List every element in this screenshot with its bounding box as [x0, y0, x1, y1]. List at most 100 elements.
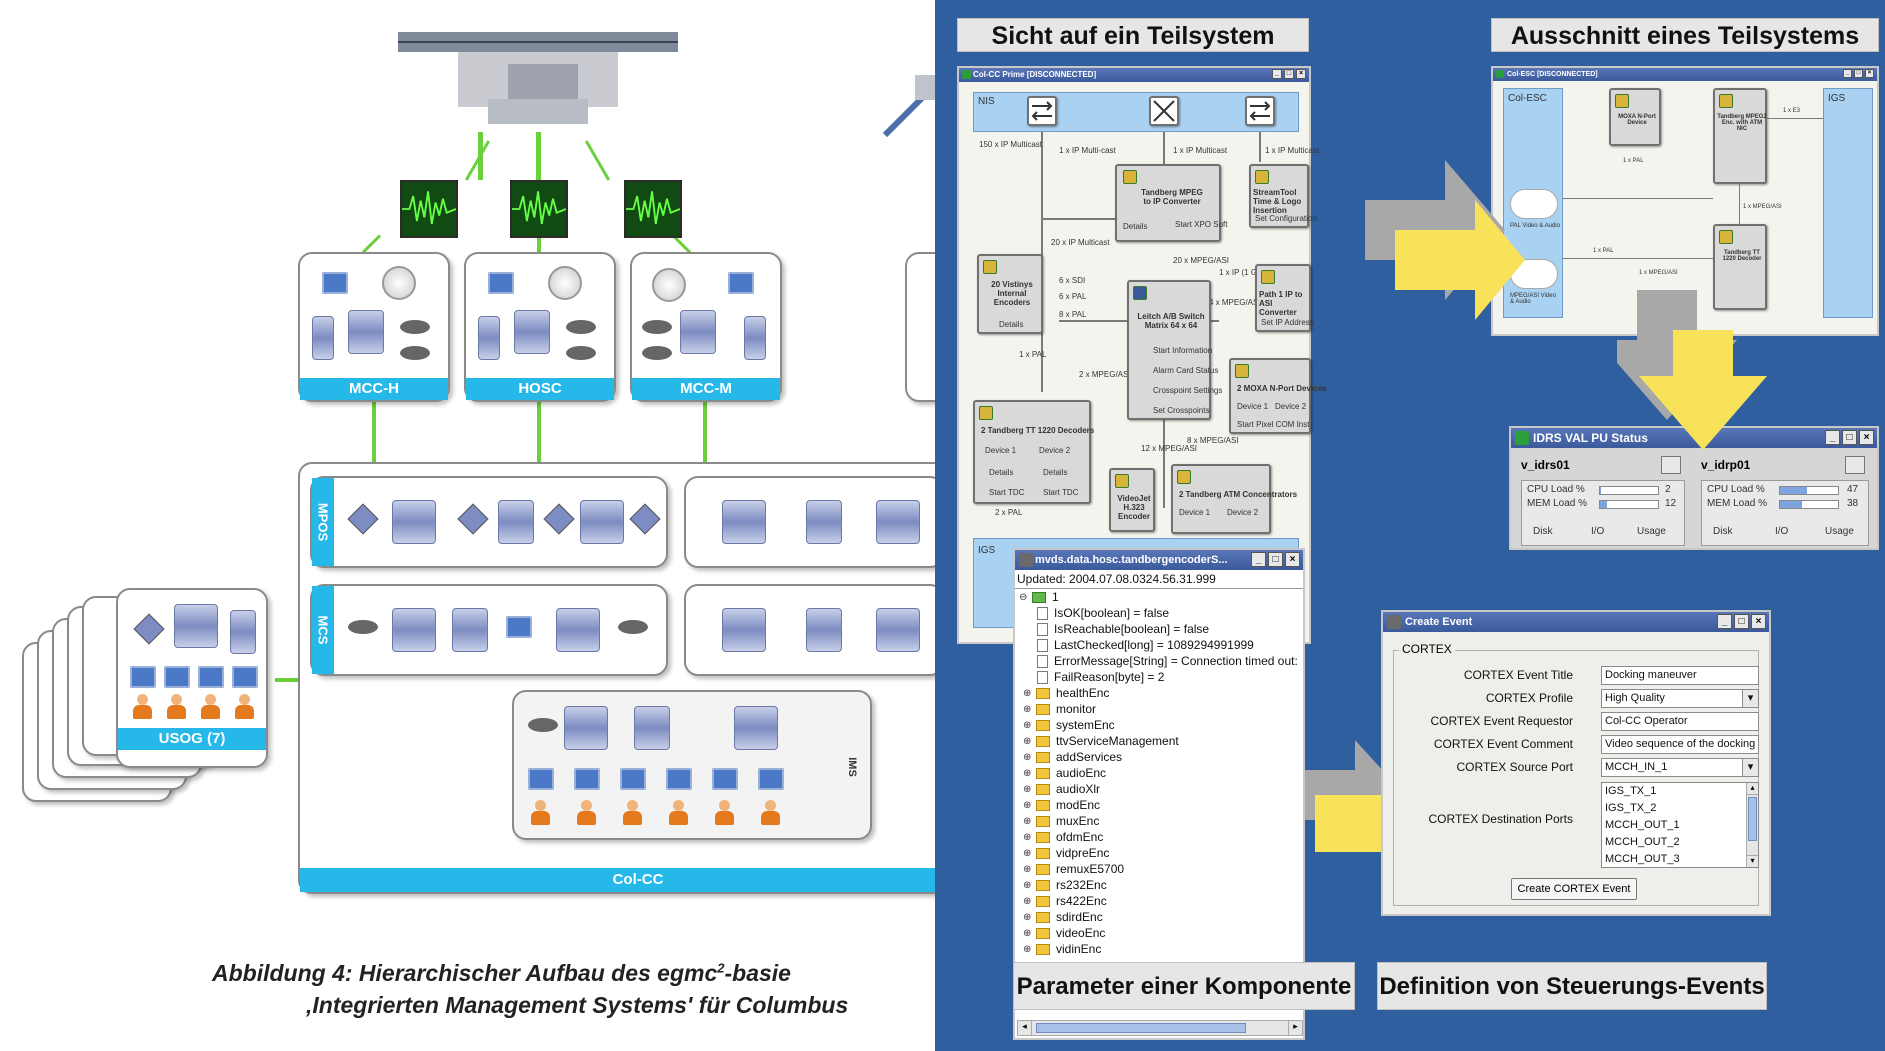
- tree-folder[interactable]: ⊕ttvServiceManagement: [1023, 734, 1179, 748]
- minimize-button[interactable]: _: [1825, 430, 1840, 445]
- close-button[interactable]: ×: [1859, 430, 1874, 445]
- device-node[interactable]: Tandberg MPEG2 Enc. with ATM NIC: [1713, 88, 1767, 184]
- maximize-button[interactable]: □: [1268, 552, 1283, 567]
- status-window[interactable]: IDRS VAL PU Status _□× v_idrs01 CPU Load…: [1509, 426, 1879, 550]
- tree-folder[interactable]: ⊕audioXlr: [1023, 782, 1101, 796]
- tree-folder[interactable]: ⊕addServices: [1023, 750, 1123, 764]
- expand-icon[interactable]: ⊕: [1023, 848, 1032, 860]
- minimize-button[interactable]: _: [1717, 614, 1732, 629]
- close-button[interactable]: ×: [1285, 552, 1300, 567]
- window-titlebar[interactable]: Create Event _□×: [1383, 612, 1769, 632]
- tree-folder[interactable]: ⊕ofdmEnc: [1023, 830, 1104, 844]
- maximize-button[interactable]: □: [1734, 614, 1749, 629]
- tree-root[interactable]: ⊖1: [1019, 590, 1059, 604]
- tree-folder[interactable]: ⊕systemEnc: [1023, 718, 1115, 732]
- maximize-button[interactable]: □: [1854, 69, 1863, 78]
- tree-folder[interactable]: ⊕remuxE5700: [1023, 862, 1125, 876]
- device-node[interactable]: VideoJet H.323 Encoder: [1109, 468, 1155, 532]
- create-cortex-event-button[interactable]: Create CORTEX Event: [1511, 878, 1637, 900]
- scroll-right-icon[interactable]: ▸: [1288, 1021, 1302, 1035]
- tree-folder[interactable]: ⊕rs422Enc: [1023, 894, 1107, 908]
- tree-folder[interactable]: ⊕videoEnc: [1023, 926, 1106, 940]
- tree-folder[interactable]: ⊕vidpreEnc: [1023, 846, 1110, 860]
- create-event-window[interactable]: Create Event _□× CORTEX CORTEX Event Tit…: [1381, 610, 1771, 916]
- minimize-button[interactable]: _: [1843, 69, 1852, 78]
- tree-folder[interactable]: ⊕modEnc: [1023, 798, 1101, 812]
- switch-icon[interactable]: [1245, 96, 1275, 126]
- window-titlebar[interactable]: mvds.data.hosc.tandbergencoderS... _□×: [1015, 550, 1303, 570]
- expand-icon[interactable]: ⊕: [1023, 784, 1032, 796]
- device-node[interactable]: 2 Tandberg TT 1220 Decoders Device 1 Dev…: [973, 400, 1094, 504]
- subsystem-window[interactable]: Col-CC Prime [DISCONNECTED] _□× NIS 150 …: [957, 66, 1327, 644]
- expand-icon[interactable]: ⊕: [1023, 944, 1032, 956]
- tree-leaf[interactable]: IsOK[boolean] = false: [1037, 606, 1169, 622]
- minimize-button[interactable]: _: [1272, 69, 1282, 79]
- tree-leaf[interactable]: ErrorMessage[String] = Connection timed …: [1037, 654, 1298, 670]
- device-node[interactable]: Leitch A/B Switch Matrix 64 x 64 Start I…: [1127, 280, 1222, 420]
- event-title-input[interactable]: Docking maneuver: [1601, 666, 1759, 685]
- subsystem-detail-window[interactable]: Col-ESC [DISCONNECTED] _□× Col-ESC PAL V…: [1491, 66, 1879, 336]
- host-toggle-button[interactable]: [1845, 456, 1865, 474]
- close-button[interactable]: ×: [1296, 69, 1306, 79]
- expand-icon[interactable]: ⊕: [1023, 800, 1032, 812]
- horizontal-scrollbar[interactable]: ◂ ▸: [1017, 1020, 1303, 1036]
- destination-port-item[interactable]: MCCH_OUT_2: [1605, 836, 1680, 848]
- host-toggle-button[interactable]: [1661, 456, 1681, 474]
- device-node[interactable]: Tandberg TT 1220 Decoder: [1713, 224, 1767, 310]
- close-button[interactable]: ×: [1751, 614, 1766, 629]
- expand-icon[interactable]: ⊕: [1023, 752, 1032, 764]
- scroll-down-icon[interactable]: ▾: [1747, 855, 1758, 867]
- expand-icon[interactable]: ⊕: [1023, 736, 1032, 748]
- crossbar-icon[interactable]: [1149, 96, 1179, 126]
- window-titlebar[interactable]: Col-CC Prime [DISCONNECTED] _□×: [959, 68, 1309, 82]
- destination-port-item[interactable]: MCCH_OUT_3: [1605, 853, 1680, 865]
- maximize-button[interactable]: □: [1842, 430, 1857, 445]
- device-node[interactable]: 2 Tandberg ATM Concentrators Device 1 De…: [1171, 464, 1297, 534]
- tree-folder[interactable]: ⊕muxEnc: [1023, 814, 1100, 828]
- comment-input[interactable]: Video sequence of the docking scenari: [1601, 735, 1759, 754]
- tree-leaf[interactable]: IsReachable[boolean] = false: [1037, 622, 1209, 638]
- device-node[interactable]: Tandberg MPEG to IP Converter Details St…: [1115, 164, 1227, 242]
- switch-icon[interactable]: [1027, 96, 1057, 126]
- destination-port-item[interactable]: IGS_TX_2: [1605, 802, 1657, 814]
- device-node[interactable]: 20 Vistinys Internal Encoders Details: [977, 254, 1043, 334]
- tree-folder[interactable]: ⊕audioEnc: [1023, 766, 1107, 780]
- minimize-button[interactable]: _: [1251, 552, 1266, 567]
- profile-select[interactable]: High Quality: [1601, 689, 1759, 708]
- destination-port-item[interactable]: MCCH_OUT_1: [1605, 819, 1680, 831]
- tree-folder[interactable]: ⊕sdirdEnc: [1023, 910, 1103, 924]
- tree-folder[interactable]: ⊕rs232Enc: [1023, 878, 1107, 892]
- destination-port-item[interactable]: IGS_TX_1: [1605, 785, 1657, 797]
- expand-icon[interactable]: ⊕: [1023, 720, 1032, 732]
- device-node[interactable]: 2 MOXA N-Port Devices Device 1 Device 2 …: [1229, 358, 1327, 434]
- tree-folder[interactable]: ⊕vidinEnc: [1023, 942, 1102, 956]
- vertical-scrollbar[interactable]: ▴ ▾: [1746, 783, 1758, 867]
- expand-icon[interactable]: ⊕: [1023, 816, 1032, 828]
- expand-icon[interactable]: ⊕: [1023, 704, 1032, 716]
- expand-icon[interactable]: ⊕: [1023, 896, 1032, 908]
- scroll-left-icon[interactable]: ◂: [1018, 1021, 1032, 1035]
- expand-icon[interactable]: ⊕: [1023, 928, 1032, 940]
- device-node[interactable]: StreamTool Time & Logo Insertion Set Con…: [1249, 164, 1317, 228]
- window-titlebar[interactable]: Col-ESC [DISCONNECTED] _□×: [1493, 68, 1877, 81]
- expand-icon[interactable]: ⊕: [1023, 688, 1032, 700]
- expand-icon[interactable]: ⊕: [1023, 912, 1032, 924]
- maximize-button[interactable]: □: [1284, 69, 1294, 79]
- device-node[interactable]: MOXA N-Port Device: [1609, 88, 1661, 146]
- component-parameters-window[interactable]: mvds.data.hosc.tandbergencoderS... _□× U…: [1013, 548, 1305, 1040]
- scrollbar-thumb[interactable]: [1036, 1023, 1246, 1033]
- scroll-up-icon[interactable]: ▴: [1747, 783, 1758, 795]
- tree-leaf[interactable]: LastChecked[long] = 1089294991999: [1037, 638, 1254, 654]
- device-node[interactable]: Path 1 IP to ASI Converter Set IP Addres…: [1255, 264, 1314, 332]
- close-button[interactable]: ×: [1865, 69, 1874, 78]
- scrollbar-thumb[interactable]: [1748, 797, 1757, 841]
- tree-leaf[interactable]: FailReason[byte] = 2: [1037, 670, 1164, 686]
- tree-folder[interactable]: ⊕monitor: [1023, 702, 1097, 716]
- expand-icon[interactable]: ⊕: [1023, 832, 1032, 844]
- tree-folder[interactable]: ⊕healthEnc: [1023, 686, 1110, 700]
- source-port-select[interactable]: MCCH_IN_1: [1601, 758, 1759, 777]
- expand-icon[interactable]: ⊕: [1023, 880, 1032, 892]
- expand-icon[interactable]: ⊕: [1023, 864, 1032, 876]
